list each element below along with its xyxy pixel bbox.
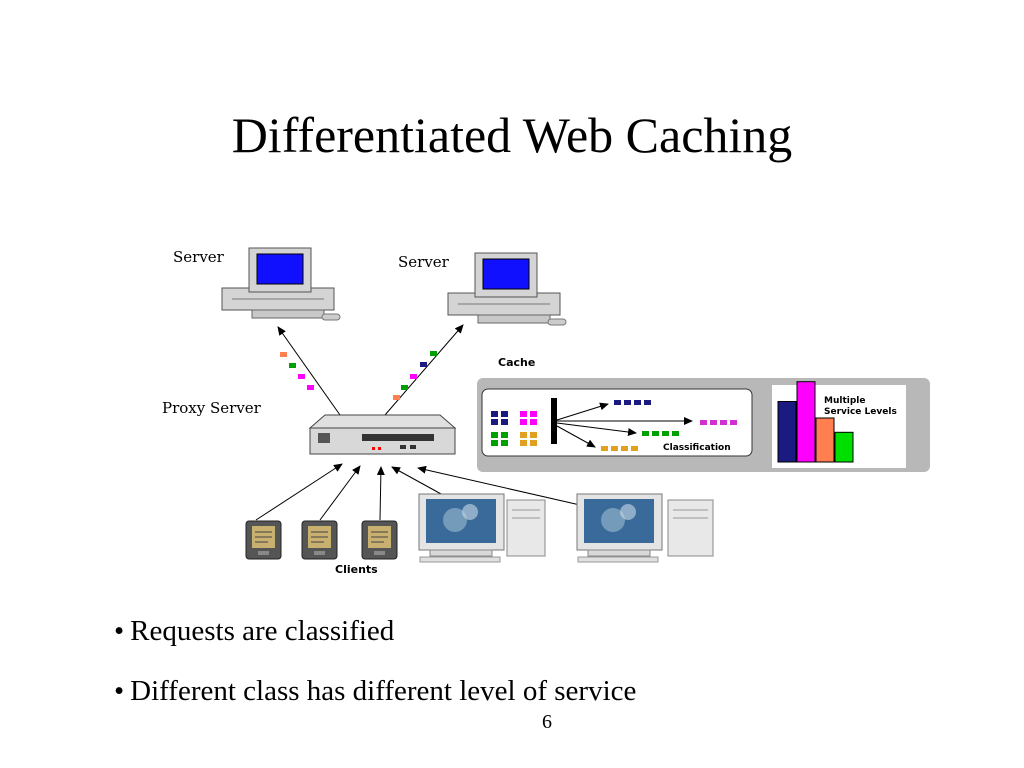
request-packets-left — [280, 352, 314, 390]
classification-label: Classification — [663, 443, 731, 453]
handheld-client-2 — [301, 520, 338, 560]
server-left-label: Server — [173, 248, 225, 266]
handheld-client-1 — [245, 520, 282, 560]
arrow-to-left-server — [277, 326, 341, 416]
arrow-to-right-server — [384, 324, 464, 416]
request-packets-right — [393, 351, 437, 400]
sorted-queues — [601, 400, 737, 451]
bullet-item-1: •Requests are classified — [114, 615, 395, 647]
classifier-bar — [551, 398, 557, 444]
clients-label: Clients — [335, 563, 378, 576]
server-right-label: Server — [398, 253, 450, 271]
bullet-list: •Requests are classified •Different clas… — [114, 612, 636, 732]
cache-panel: Classification Multiple Service Levels — [477, 378, 930, 472]
service-levels-line2: Service Levels — [824, 407, 897, 417]
service-level-bar-2 — [796, 381, 816, 463]
arrow-client-5 — [417, 465, 581, 506]
service-levels-line1: Multiple — [824, 396, 865, 406]
arrow-client-2 — [319, 465, 361, 521]
service-level-bar-4 — [834, 431, 854, 463]
desktop-client-1 — [418, 493, 546, 563]
proxy-server-label: Proxy Server — [162, 399, 262, 417]
incoming-request-squares — [491, 411, 537, 446]
bullet-item-2: •Different class has different level of … — [114, 675, 637, 707]
arrow-client-3 — [376, 466, 385, 521]
service-level-bars — [777, 381, 854, 463]
service-level-bar-1 — [777, 401, 797, 463]
server-left — [221, 247, 341, 321]
arrow-client-1 — [255, 463, 343, 521]
handheld-client-3 — [361, 520, 398, 560]
cache-label: Cache — [498, 356, 535, 369]
slide-title: Differentiated Web Caching — [231, 107, 793, 163]
service-level-bar-3 — [815, 417, 835, 463]
page-number: 6 — [542, 711, 552, 733]
caching-diagram: Server Server Cache Proxy Server — [162, 247, 930, 576]
server-right — [447, 252, 567, 326]
proxy-server — [308, 414, 457, 455]
desktop-client-2 — [576, 493, 714, 563]
